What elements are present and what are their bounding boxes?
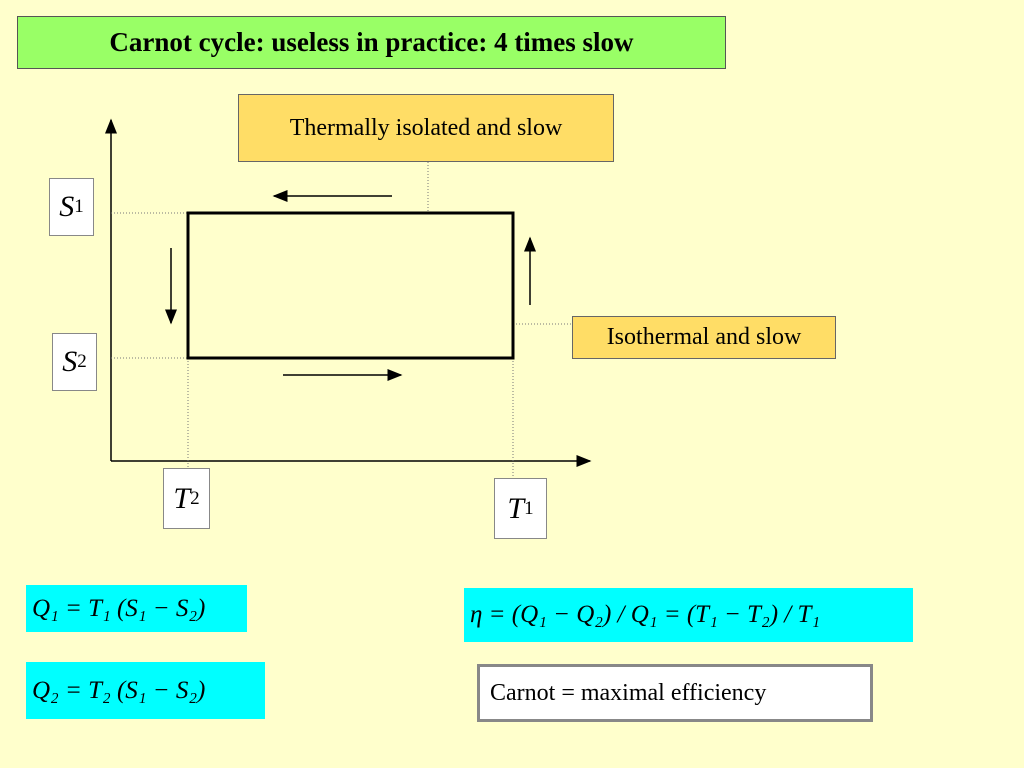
carnot-efficiency-note: Carnot = maximal efficiency [477,664,873,722]
isolated-callout: Thermally isolated and slow [238,94,614,162]
isothermal-callout: Isothermal and slow [572,316,836,359]
q1-formula: Q₁ = T₁ (S₁ − S₂) [26,585,247,632]
cycle-rectangle [186,211,515,360]
slide-title: Carnot cycle: useless in practice: 4 tim… [17,16,726,69]
efficiency-formula: η = (Q₁ − Q₂) / Q₁ = (T₁ − T₂) / T₁ [464,588,913,642]
q2-formula: Q₂ = T₂ (S₁ − S₂) [26,662,265,719]
